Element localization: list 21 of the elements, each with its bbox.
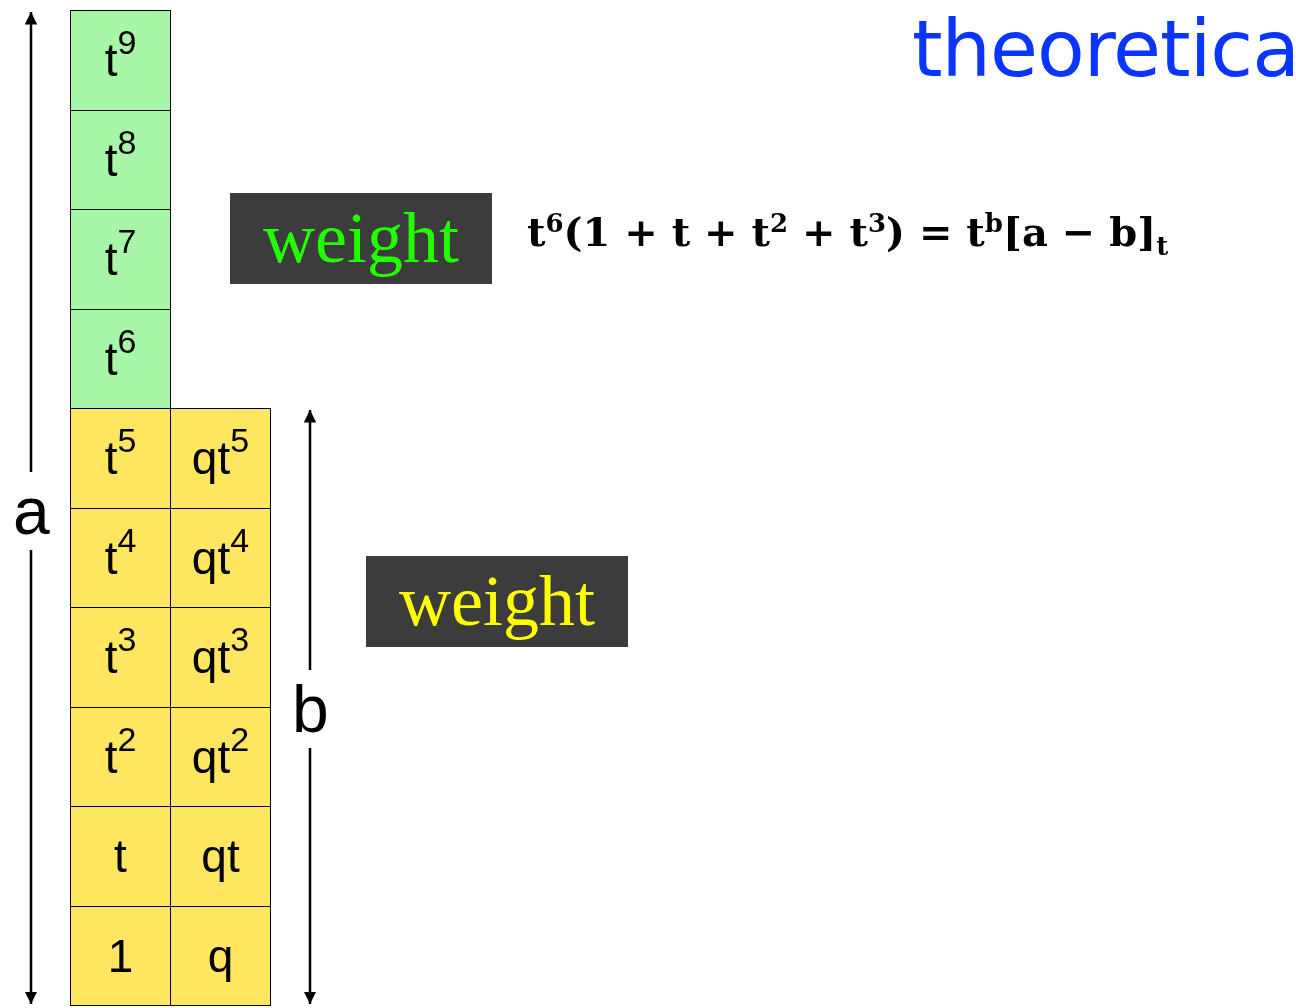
grid-cell: qt$^{5}$ bbox=[170, 408, 271, 509]
grid-cell: t bbox=[70, 806, 171, 907]
grid-cell: t$^{5}$ bbox=[70, 408, 171, 509]
grid-cell: t$^{7}$ bbox=[70, 209, 171, 310]
grid-cell: t$^{9}$ bbox=[70, 10, 171, 111]
dimension-label: a bbox=[13, 472, 50, 550]
grid-cell: qt$^{2}$ bbox=[170, 706, 271, 807]
grid-cell: t$^{3}$ bbox=[70, 607, 171, 708]
grid-cell: qt bbox=[170, 806, 271, 907]
grid-cell: t$^{6}$ bbox=[70, 308, 171, 409]
grid-cell: q bbox=[170, 905, 271, 1006]
grid-cell: t$^{4}$ bbox=[70, 507, 171, 608]
grid-cell: t$^{8}$ bbox=[70, 109, 171, 210]
title: theoretica bbox=[912, 4, 1296, 94]
label-tag: weight bbox=[230, 193, 492, 284]
grid-cell: qt$^{4}$ bbox=[170, 507, 271, 608]
formula: t$^{6}$(1 + t + t$^{2}$ + t$^{3}$) = t$^{b}$[a − b]$_{t}$ bbox=[527, 208, 1169, 262]
grid-cell: 1 bbox=[70, 905, 171, 1006]
grid-cell: qt$^{3}$ bbox=[170, 607, 271, 708]
grid-cell: t$^{2}$ bbox=[70, 706, 171, 807]
label-tag: weight bbox=[366, 556, 628, 647]
